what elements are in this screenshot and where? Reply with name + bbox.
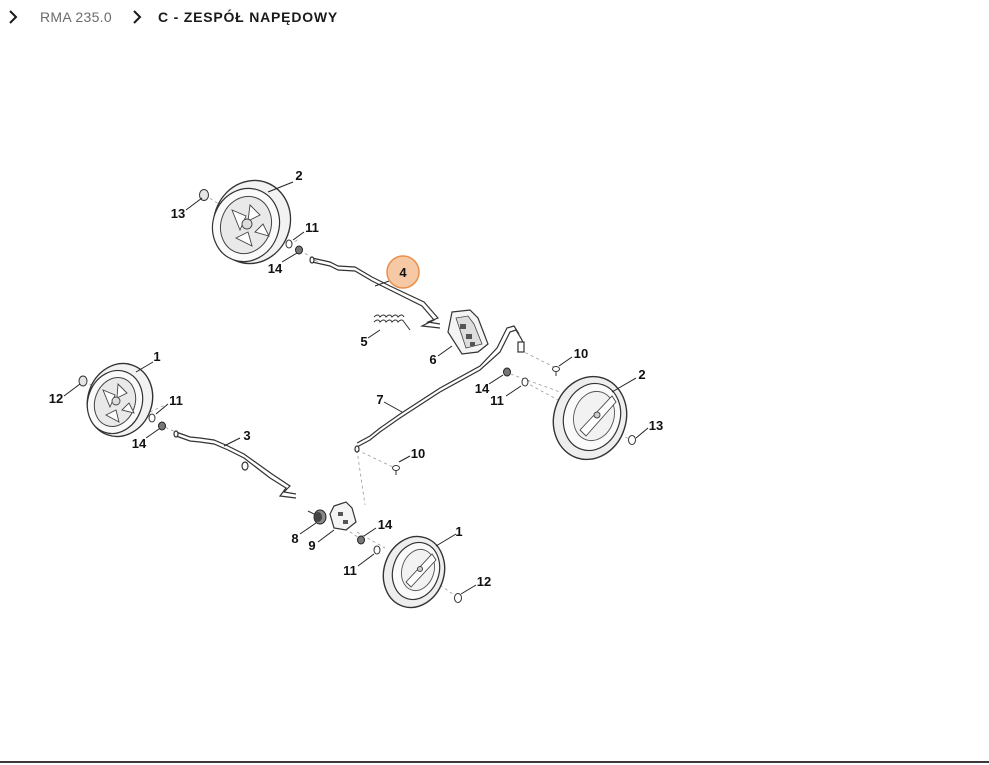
callout-11[interactable]: 11 [169, 393, 183, 408]
chevron-right-icon [9, 10, 18, 24]
wheel-2-rear-right[interactable] [543, 367, 637, 469]
washer-11-front[interactable] [373, 545, 381, 555]
hub-cap-12-right[interactable] [454, 593, 462, 603]
part-6-gear-bracket[interactable] [447, 309, 489, 355]
callout-6[interactable]: 6 [429, 352, 436, 367]
callout-9[interactable]: 9 [308, 538, 315, 553]
breadcrumb: RMA 235.0 C - ZESPÓŁ NAPĘDOWY [0, 0, 989, 34]
part-4-rear-axle[interactable] [309, 256, 441, 329]
part-3-front-axle[interactable] [173, 430, 297, 499]
wheel-1-front-left[interactable] [77, 354, 162, 445]
washer-11[interactable] [285, 239, 293, 249]
part-5-spring[interactable] [373, 314, 411, 331]
part-7-lever-rod[interactable] [354, 325, 525, 453]
callout-1[interactable]: 1 [455, 524, 462, 539]
wheel-2-rear-left[interactable] [202, 170, 302, 275]
callout-11[interactable]: 11 [305, 220, 319, 235]
callout-12[interactable]: 12 [477, 574, 491, 589]
chevron-right-icon [133, 10, 142, 24]
bottom-divider [0, 761, 989, 763]
callout-11[interactable]: 11 [490, 393, 504, 408]
callout-10[interactable]: 10 [574, 346, 588, 361]
screw-10-lower[interactable] [392, 465, 400, 476]
exploded-view-drawing: 13 2 11 14 4 5 6 10 2 14 11 13 7 1 12 11… [49, 168, 663, 615]
screw-10-upper[interactable] [552, 366, 560, 377]
washer-11-right[interactable] [521, 377, 529, 387]
leader-lines [63, 181, 649, 595]
callout-11[interactable]: 11 [343, 563, 357, 578]
bushing-14-front[interactable] [357, 535, 365, 545]
callout-14[interactable]: 14 [268, 261, 283, 276]
breadcrumb-current: C - ZESPÓŁ NAPĘDOWY [157, 9, 339, 25]
hub-cap-12[interactable] [78, 375, 88, 387]
callout-13[interactable]: 13 [649, 418, 663, 433]
bushing-14-left[interactable] [158, 421, 166, 431]
washer-11-left[interactable] [148, 413, 156, 423]
callout-4[interactable]: 4 [399, 265, 407, 280]
callout-13[interactable]: 13 [171, 206, 185, 221]
callout-7[interactable]: 7 [376, 392, 383, 407]
callout-12[interactable]: 12 [49, 391, 63, 406]
callout-3[interactable]: 3 [243, 428, 250, 443]
wheel-1-front-right[interactable] [374, 528, 453, 615]
callout-14[interactable]: 14 [475, 381, 490, 396]
hub-cap-13-right[interactable] [628, 435, 636, 445]
part-8-gear[interactable] [307, 509, 327, 525]
callout-10[interactable]: 10 [411, 446, 425, 461]
callout-5[interactable]: 5 [360, 334, 367, 349]
callout-14[interactable]: 14 [378, 517, 393, 532]
callout-14[interactable]: 14 [132, 436, 147, 451]
assembly-guides [83, 194, 633, 598]
parts-diagram: 13 2 11 14 4 5 6 10 2 14 11 13 7 1 12 11… [0, 34, 989, 760]
callout-2[interactable]: 2 [638, 367, 645, 382]
callout-8[interactable]: 8 [291, 531, 298, 546]
callout-2[interactable]: 2 [295, 168, 302, 183]
part-9-bracket[interactable] [329, 501, 357, 531]
callout-1[interactable]: 1 [153, 349, 160, 364]
selected-part-highlight[interactable] [386, 255, 420, 289]
breadcrumb-link-model[interactable]: RMA 235.0 [40, 9, 112, 25]
bushing-14-right[interactable] [503, 367, 511, 377]
bushing-14[interactable] [295, 245, 303, 255]
